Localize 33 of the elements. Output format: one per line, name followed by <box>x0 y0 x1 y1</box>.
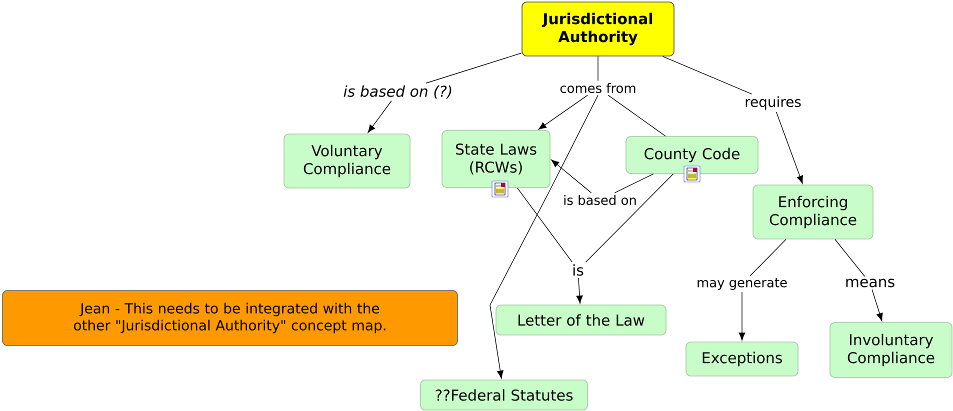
concept-box: State Laws (RCWs) <box>442 130 550 188</box>
note-box: Jean - This needs to be integrated with the other "Jurisdictional Authority" concept map. <box>2 290 458 346</box>
concept-box: County Code <box>626 136 758 174</box>
concept-box: Letter of the Law <box>496 304 666 336</box>
connector <box>586 174 674 262</box>
linking-phrase: may generate <box>698 278 787 290</box>
linking-phrase: comes from <box>560 83 636 94</box>
concept-box: Enforcing Compliance <box>752 184 874 240</box>
linking-phrase: is <box>573 264 584 276</box>
connector <box>776 112 804 184</box>
concept-box: Exceptions <box>686 342 798 376</box>
connector <box>872 289 883 322</box>
connector <box>551 160 592 194</box>
connector <box>538 94 588 130</box>
linking-phrase: requires <box>746 96 801 110</box>
concept-box: Involuntary Compliance <box>830 322 952 378</box>
connector <box>426 52 522 84</box>
linking-phrase: means <box>846 278 894 288</box>
connector <box>614 174 654 194</box>
connector <box>750 239 786 276</box>
connector <box>738 292 746 341</box>
linking-phrase: is based on (?) <box>344 85 452 99</box>
connector <box>368 100 392 133</box>
concept-box: ??Federal Statutes <box>420 380 588 410</box>
concept-box: Voluntary Compliance <box>284 134 410 188</box>
connector <box>662 56 752 94</box>
concept-box: Jurisdictional Authority <box>522 2 674 56</box>
connector <box>576 278 583 304</box>
connector <box>516 188 572 262</box>
connector <box>490 94 598 379</box>
connector <box>834 239 866 277</box>
linking-phrase: is based on <box>564 195 636 206</box>
connector <box>608 94 666 136</box>
